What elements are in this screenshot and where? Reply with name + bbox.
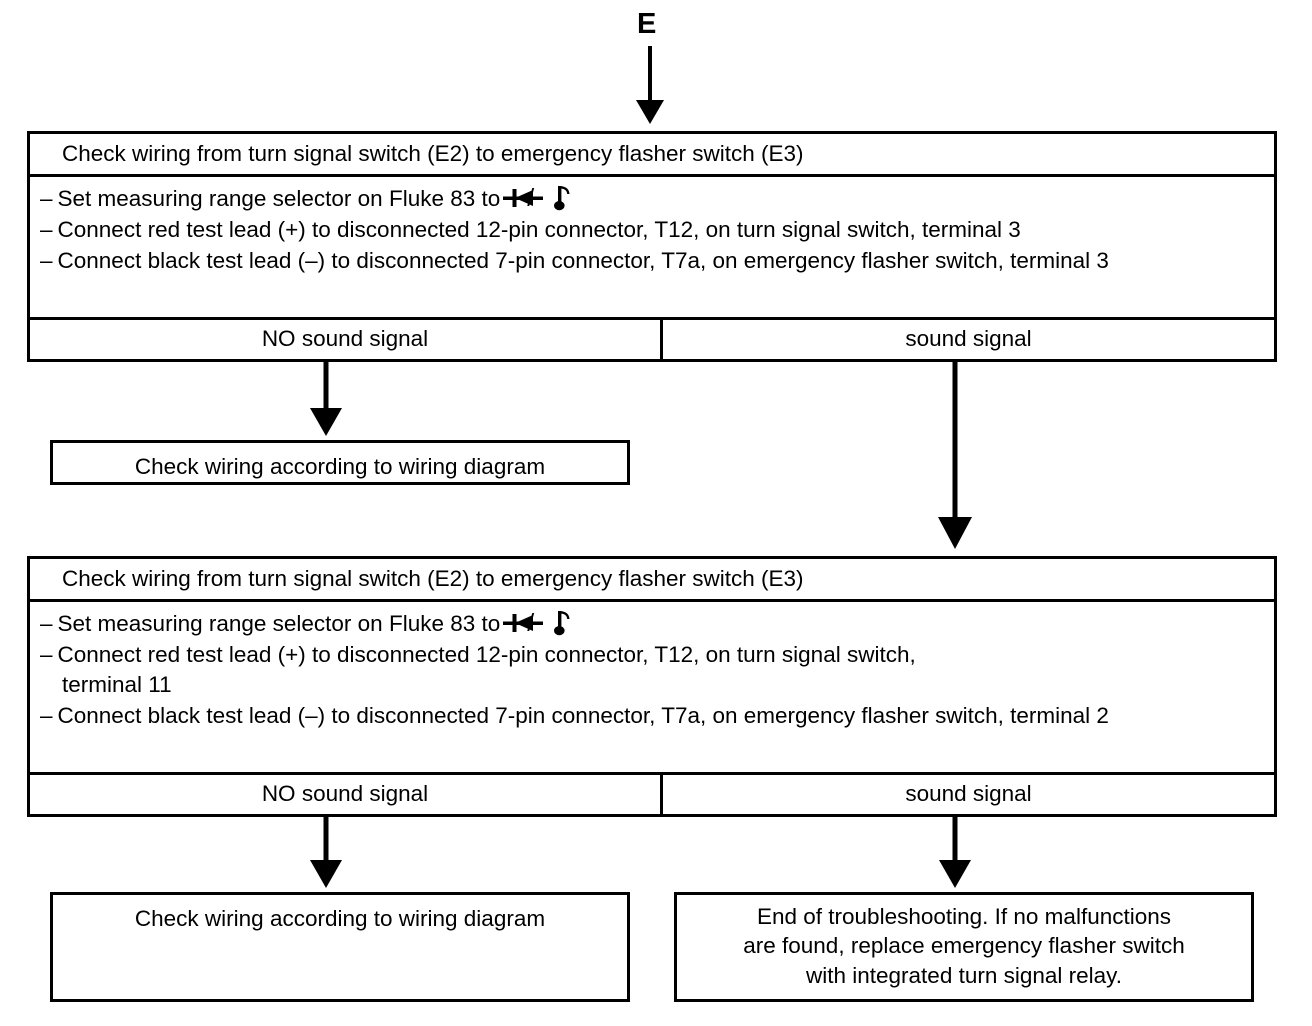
step-dash: – <box>40 702 53 728</box>
test-block-1: Check wiring from turn signal switch (E2… <box>27 131 1277 362</box>
step-dash: – <box>40 247 53 273</box>
step-dash: – <box>40 611 53 637</box>
step-text: Connect black test lead (–) to disconnec… <box>57 247 1109 273</box>
outcome-box-3-line-2: are found, replace emergency flasher swi… <box>743 933 1185 959</box>
step-text: Connect red test lead (+) to disconnecte… <box>57 642 916 697</box>
test-block-1-step-1: –Set measuring range selector on Fluke 8… <box>40 184 1264 214</box>
test-block-2-step-2: –Connect red test lead (+) to disconnect… <box>40 640 1264 700</box>
test-block-2-results: NO sound signal sound signal <box>30 772 1274 814</box>
measuring-range-symbol-group: / <box>503 609 573 637</box>
test-block-2-header: Check wiring from turn signal switch (E2… <box>62 566 804 591</box>
step-text: Set measuring range selector on Fluke 83… <box>57 611 501 637</box>
outcome-box-3: End of troubleshooting. If no malfunctio… <box>674 892 1254 1002</box>
step-dash: – <box>40 217 53 243</box>
entry-node-label: E <box>637 8 657 40</box>
measuring-range-symbol-group: / <box>503 184 573 212</box>
outcome-box-3-line-1: End of troubleshooting. If no malfunctio… <box>756 904 1171 929</box>
step-text: Set measuring range selector on Fluke 83… <box>57 186 501 212</box>
test-block-2-steps: –Set measuring range selector on Fluke 8… <box>30 599 1274 742</box>
musical-note-icon <box>553 184 573 212</box>
arrow-block2-nosound-to-outcome2 <box>310 817 342 888</box>
outcome-box-3-line-3: with integrated turn signal relay. <box>806 962 1122 988</box>
test-block-2: Check wiring from turn signal switch (E2… <box>27 556 1277 817</box>
arrow-block2-sound-to-outcome3 <box>939 817 971 888</box>
outcome-box-1-text: Check wiring according to wiring diagram <box>134 454 546 479</box>
arrow-block1-sound-to-block2 <box>938 362 972 549</box>
test-block-2-step-3: –Connect black test lead (–) to disconne… <box>40 701 1264 731</box>
step-text: Connect black test lead (–) to disconnec… <box>57 702 1109 728</box>
test-block-1-header: Check wiring from turn signal switch (E2… <box>62 141 804 166</box>
test-block-2-step-1: –Set measuring range selector on Fluke 8… <box>40 609 1264 639</box>
arrow-block1-nosound-to-outcome1 <box>310 362 342 436</box>
outcome-box-3-text: End of troubleshooting. If no malfunctio… <box>677 895 1251 990</box>
test-block-1-steps: –Set measuring range selector on Fluke 8… <box>30 174 1274 287</box>
test-block-1-result-sound: sound signal <box>905 326 1032 351</box>
test-block-2-result-no-sound: NO sound signal <box>30 775 663 814</box>
arrow-entry-to-block1 <box>636 46 664 124</box>
diode-continuity-icon <box>503 611 544 635</box>
test-block-2-result-sound: sound signal <box>905 781 1032 806</box>
test-block-1-step-2: –Connect red test lead (+) to disconnect… <box>40 215 1264 245</box>
musical-note-icon <box>553 609 573 637</box>
outcome-box-1: Check wiring according to wiring diagram <box>50 440 630 485</box>
diode-continuity-icon <box>503 186 544 210</box>
step-dash: – <box>40 186 53 212</box>
step-text: Connect red test lead (+) to disconnecte… <box>57 217 1021 243</box>
outcome-box-2-text: Check wiring according to wiring diagram <box>134 906 546 931</box>
test-block-1-results: NO sound signal sound signal <box>30 317 1274 359</box>
test-block-1-step-3: –Connect black test lead (–) to disconne… <box>40 246 1264 276</box>
step-dash: – <box>40 642 53 668</box>
test-block-1-result-no-sound: NO sound signal <box>30 320 663 359</box>
outcome-box-2: Check wiring according to wiring diagram <box>50 892 630 1002</box>
